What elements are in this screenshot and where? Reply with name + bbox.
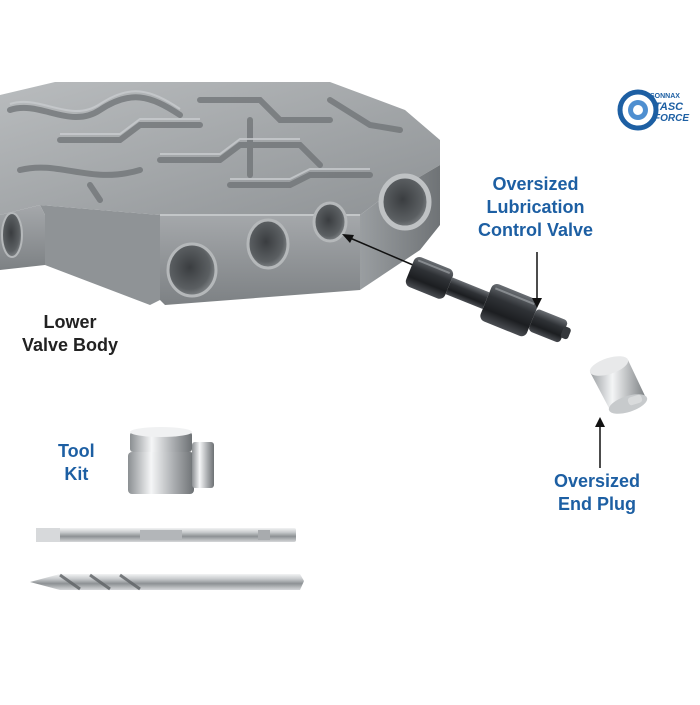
arrow-up-icon xyxy=(595,417,605,468)
tool-kit-label-line1: Tool xyxy=(58,441,95,461)
tool-kit-label-line2: Kit xyxy=(64,464,89,484)
lower-body-label: Lower Valve Body xyxy=(22,311,118,357)
sonnax-tasc-force-logo xyxy=(617,89,659,131)
reamer xyxy=(36,528,296,542)
control-valve xyxy=(405,256,571,343)
lower-body-label-line2: Valve Body xyxy=(22,335,119,355)
lube-valve-label-line2: Lubrication xyxy=(486,197,585,217)
end-plug-label-line2: End Plug xyxy=(558,494,637,514)
lube-valve-label-line1: Oversized xyxy=(492,174,579,194)
end-plug xyxy=(589,356,648,414)
logo-line1: TASC xyxy=(654,101,684,113)
drill-bit xyxy=(30,573,304,591)
lube-valve-label-line3: Control Valve xyxy=(478,220,594,240)
end-plug-label-line1: Oversized xyxy=(554,471,641,491)
arrow-up-icon xyxy=(532,252,542,308)
lower-body-label-line1: Lower xyxy=(43,312,97,332)
valve-body-casting xyxy=(0,82,440,305)
tool-kit-label: Tool Kit xyxy=(58,440,95,486)
logo-top-text: SONNAX xyxy=(650,93,680,100)
end-plug-label: Oversized End Plug xyxy=(554,470,640,516)
lube-valve-label: Oversized Lubrication Control Valve xyxy=(478,173,593,242)
arrow-left-icon xyxy=(342,234,421,269)
tool-bushing xyxy=(128,427,214,494)
logo-line2: FORCE xyxy=(654,113,689,124)
